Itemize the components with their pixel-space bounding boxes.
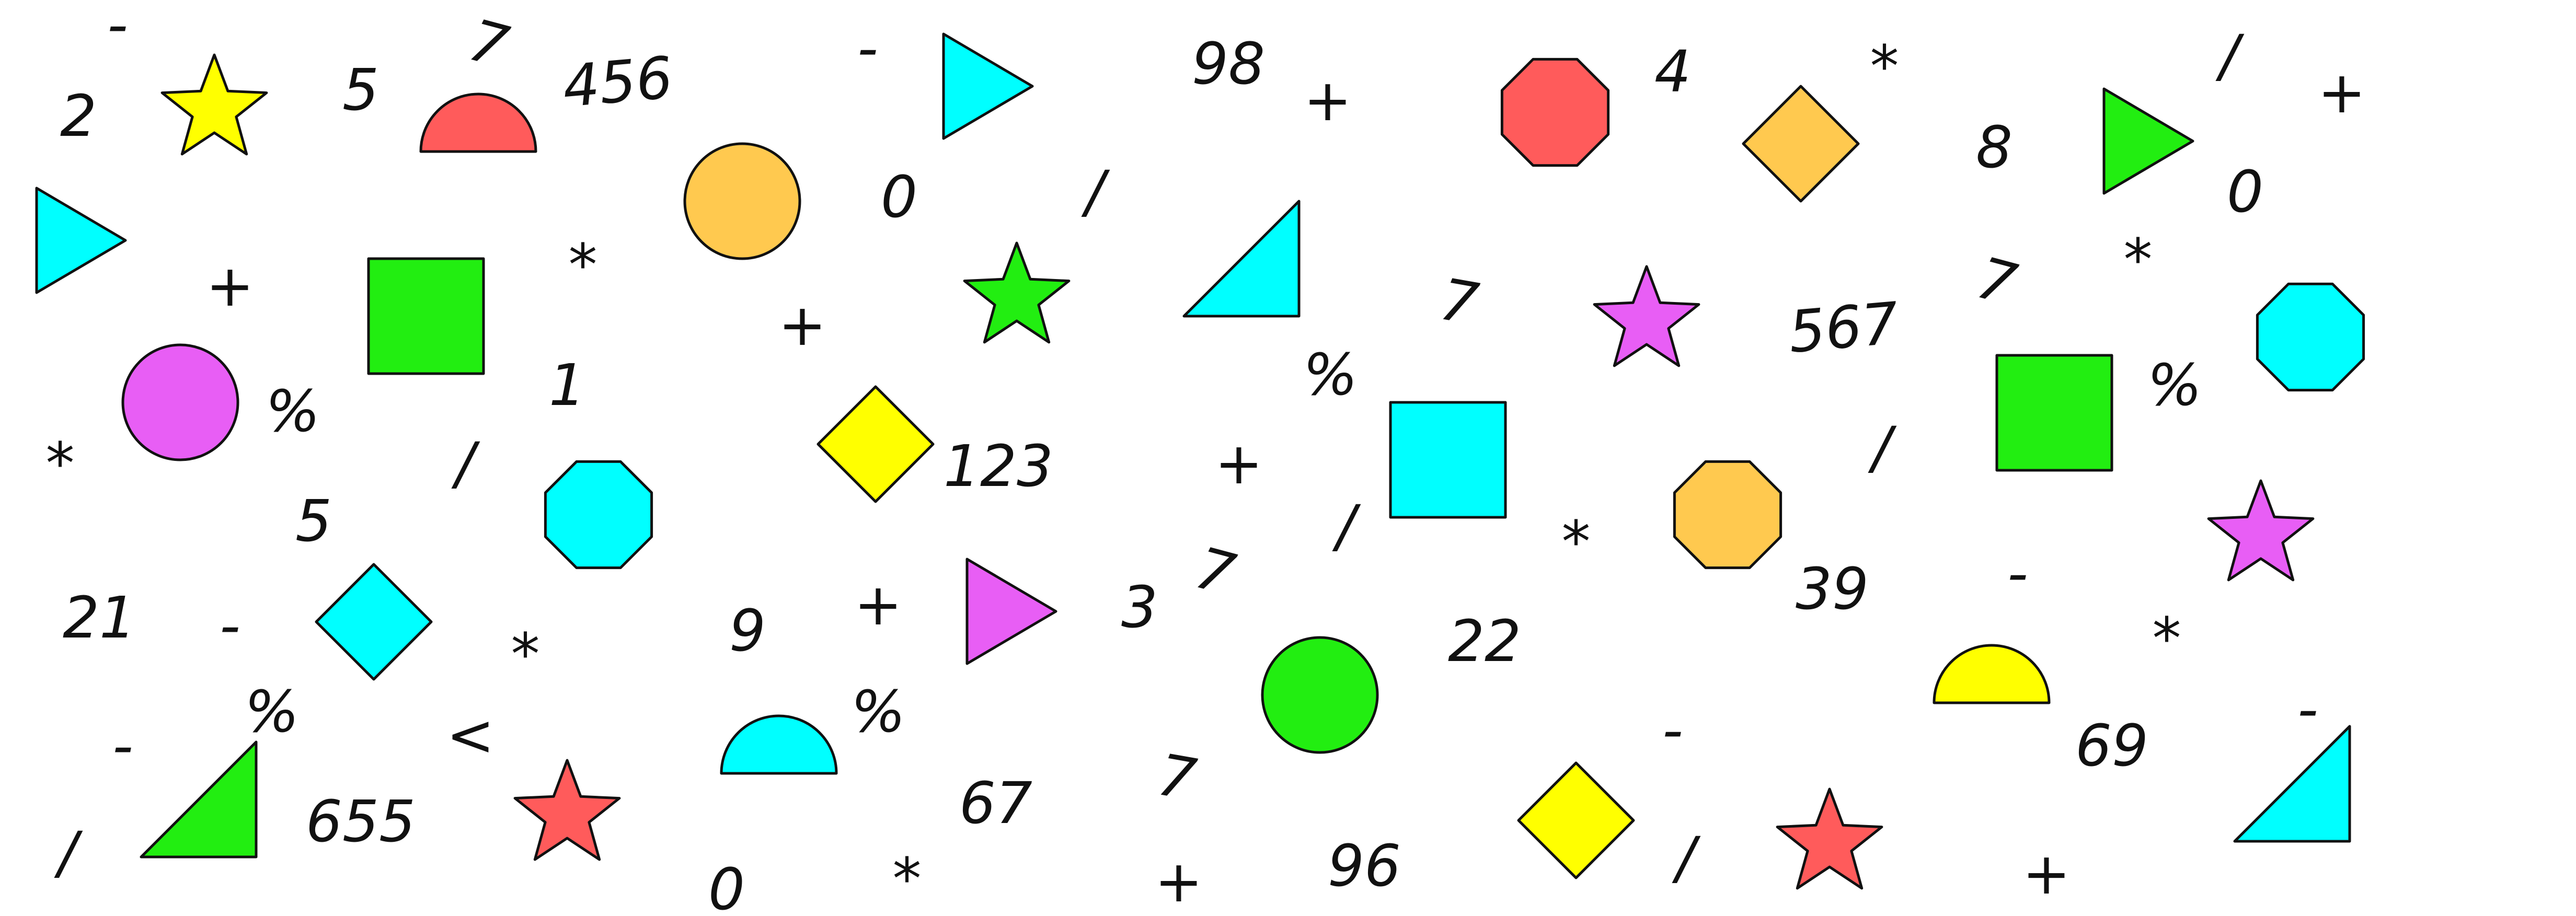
handwritten-label: + — [1155, 848, 1203, 915]
cyan-triangle-right-shape — [942, 32, 1034, 140]
handwritten-label: + — [778, 292, 826, 358]
shape-layer — [35, 32, 2365, 890]
handwritten-label: 123 — [944, 433, 1053, 500]
handwritten-label: - — [220, 592, 240, 659]
handwritten-label: 7 — [462, 6, 515, 80]
handwritten-label: % — [851, 678, 906, 745]
yellow-diamond-2-shape — [1517, 761, 1635, 879]
handwritten-label: 4 — [1654, 38, 1691, 105]
cyan-triangle-right-2-shape — [35, 187, 127, 294]
green-right-triangle-shape — [140, 740, 258, 859]
handwritten-label: 7 — [1189, 534, 1241, 608]
handwritten-label: 2 — [60, 83, 97, 149]
handwritten-label: < — [446, 702, 494, 769]
cyan-square-shape — [1389, 401, 1507, 519]
handwritten-label: 67 — [959, 770, 1032, 837]
handwritten-label: * — [511, 621, 540, 688]
handwritten-label: / — [1867, 414, 1896, 481]
handwritten-label: 98 — [1192, 30, 1265, 97]
handwritten-label: 0 — [708, 856, 745, 916]
green-star-shape — [963, 241, 1071, 344]
green-square-2-shape — [1995, 354, 2113, 472]
handwritten-label: + — [2022, 840, 2071, 907]
handwritten-label: * — [1870, 33, 1899, 100]
yellow-star-shape — [160, 53, 268, 156]
yellow-diamond-shape — [816, 385, 935, 503]
red-semicircle-shape — [419, 92, 537, 153]
green-triangle-right-shape — [2102, 87, 2194, 195]
handwritten-label: 39 — [1796, 555, 1869, 622]
handwritten-label: - — [2297, 676, 2318, 743]
handwritten-label: % — [266, 378, 320, 445]
handwritten-label: + — [1215, 430, 1263, 497]
orange-diamond-shape — [1742, 85, 1860, 203]
handwritten-label: 9 — [729, 597, 766, 664]
handwritten-label: 0 — [881, 164, 917, 230]
cyan-diamond-shape — [315, 563, 433, 681]
cyan-octagon-shape — [2256, 282, 2365, 392]
handwritten-label: 7 — [1970, 244, 2023, 318]
handwritten-label: / — [1080, 158, 1110, 225]
cyan-right-triangle-shape — [1182, 200, 1301, 318]
red-star-2-shape — [1776, 787, 1883, 890]
handwritten-label: * — [46, 430, 75, 497]
handwritten-label: / — [1671, 825, 1700, 891]
handwritten-label: 7 — [1153, 741, 1201, 813]
handwritten-label: 8 — [1976, 114, 2012, 181]
handwritten-label: 7 — [1435, 265, 1483, 338]
handwritten-label: / — [53, 819, 83, 886]
handwritten-label: 96 — [1328, 832, 1401, 899]
handwritten-label: - — [112, 712, 133, 779]
orange-octagon-shape — [1673, 460, 1782, 570]
handwritten-label: - — [2007, 540, 2028, 607]
handwritten-label: 1 — [549, 352, 585, 419]
handwritten-label: - — [107, 0, 128, 58]
handwritten-label: * — [2153, 605, 2181, 672]
handwritten-label: 3 — [1121, 574, 1158, 641]
handwritten-label: + — [854, 571, 902, 638]
handwritten-label: 69 — [2075, 712, 2148, 779]
handwritten-label: / — [2215, 22, 2244, 89]
handwritten-label: 21 — [63, 584, 136, 651]
handwritten-label: 655 — [306, 788, 416, 855]
handwritten-label: % — [245, 678, 300, 745]
green-circle-shape — [1261, 636, 1379, 754]
handwritten-label: 22 — [1448, 608, 1521, 675]
handwritten-label: % — [2147, 352, 2202, 419]
handwritten-label: * — [893, 845, 922, 912]
orange-circle-shape — [683, 142, 801, 260]
magenta-triangle-right-shape — [965, 558, 1057, 665]
handwritten-label: * — [569, 231, 597, 298]
handwritten-label: + — [2318, 59, 2366, 126]
handwritten-label: 456 — [560, 44, 675, 120]
handwritten-label: - — [1662, 697, 1683, 763]
green-square-shape — [367, 257, 485, 375]
magenta-star-shape — [1593, 265, 1700, 367]
cyan-right-triangle-2-shape — [2233, 725, 2351, 843]
magenta-circle-shape — [121, 343, 239, 461]
handwritten-label: - — [857, 15, 878, 82]
handwritten-label: * — [2124, 226, 2153, 293]
handwritten-label: 5 — [342, 56, 379, 123]
red-star-shape — [513, 759, 621, 861]
handwritten-label: / — [1331, 493, 1361, 560]
handwritten-label: 567 — [1786, 289, 1901, 366]
handwritten-label: 5 — [295, 488, 332, 554]
magenta-star-2-shape — [2207, 479, 2315, 582]
handwritten-label: / — [451, 430, 480, 497]
handwritten-label: + — [206, 252, 254, 319]
handwritten-label: 0 — [2227, 158, 2263, 225]
handwritten-label: * — [1562, 508, 1591, 575]
handwritten-label: % — [1303, 341, 1358, 408]
handwritten-label: + — [1304, 67, 1352, 134]
red-octagon-shape — [1500, 57, 1610, 167]
cyan-octagon-2-shape — [544, 460, 653, 570]
cyan-semicircle-shape — [720, 714, 838, 775]
yellow-semicircle-shape — [1933, 644, 2051, 704]
